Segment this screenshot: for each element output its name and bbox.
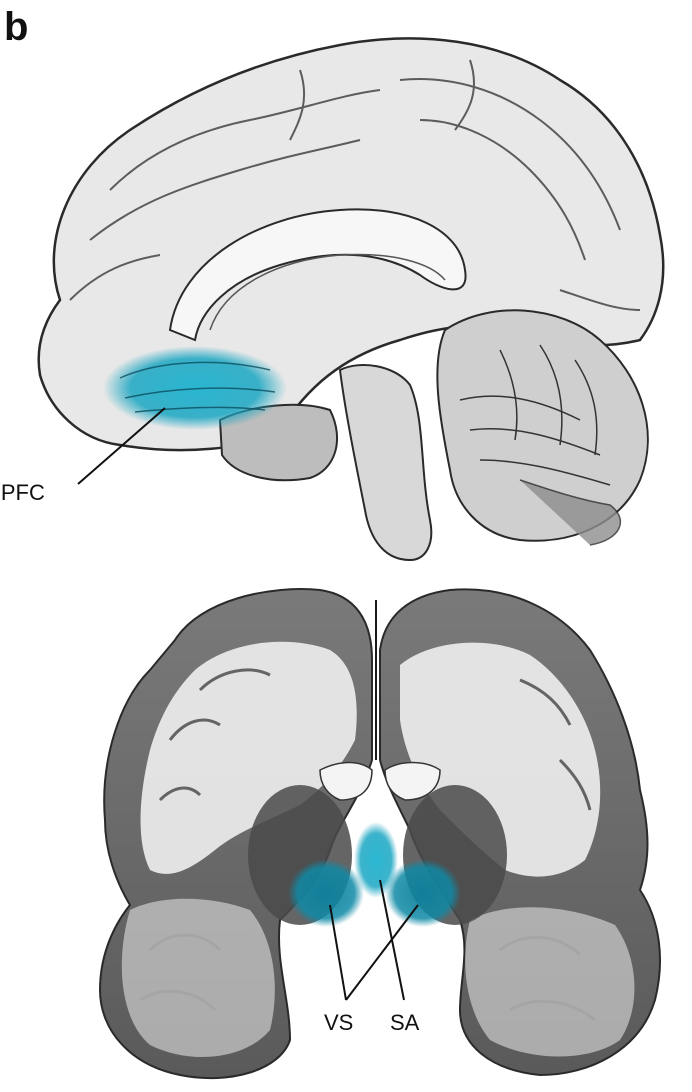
panel-letter: b (4, 5, 28, 49)
vs-left-highlight (288, 859, 364, 927)
lpfc-label: lPFC (0, 480, 45, 505)
sa-label: SA (390, 1010, 420, 1035)
vs-label: VS (324, 1010, 353, 1035)
coronal-brain-section (100, 589, 660, 1078)
lpfc-highlight (103, 346, 287, 430)
sagittal-brain-illustration (39, 38, 664, 560)
sa-highlight (354, 822, 398, 898)
